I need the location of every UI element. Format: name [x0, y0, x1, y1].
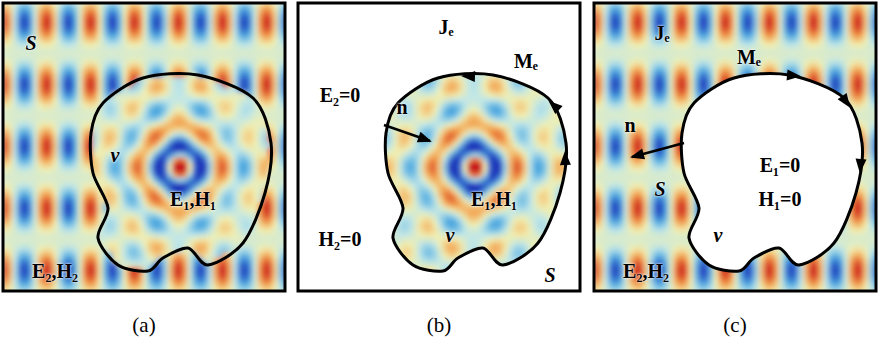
- panel-caption: (a): [132, 315, 155, 336]
- field-label: Mₑ: [737, 47, 761, 67]
- arrow-head: [838, 93, 855, 111]
- field-label: E₂=0: [320, 85, 361, 105]
- field-label: v: [714, 225, 723, 245]
- arrow-head: [417, 132, 434, 147]
- field-label: v: [446, 225, 455, 245]
- panel-frame: [594, 3, 876, 291]
- surface-outline: [681, 74, 862, 272]
- panel-frame: [3, 3, 285, 291]
- arrow-head: [854, 159, 866, 174]
- field-label: H₂=0: [319, 229, 362, 249]
- surface-outline: [385, 74, 566, 272]
- arrow-head: [787, 69, 802, 81]
- field-label: E₂,H₂: [32, 261, 78, 281]
- field-label: E₁,H₁: [170, 189, 216, 209]
- panel-frame: [298, 3, 580, 291]
- field-label: E₁,H₁: [471, 189, 517, 209]
- field-label: E₂,H₂: [623, 261, 669, 281]
- field-label: Jₑ: [438, 17, 453, 37]
- panel-caption: (b): [427, 315, 452, 336]
- panel-b: [298, 3, 584, 294]
- field-label: n: [624, 115, 635, 135]
- field-label: Mₑ: [514, 51, 538, 71]
- arrow-head: [629, 149, 645, 163]
- arrow-head: [559, 151, 570, 165]
- field-label: v: [111, 145, 120, 165]
- field-label: S: [544, 265, 555, 285]
- field-label: H₁=0: [759, 189, 802, 209]
- panel-c: [594, 3, 880, 294]
- surface-outline: [90, 74, 271, 272]
- arrow-head: [545, 97, 563, 115]
- arrow-head: [461, 70, 475, 81]
- field-label: S: [25, 33, 36, 53]
- panel-caption: (c): [723, 315, 746, 336]
- field-label: S: [654, 179, 665, 199]
- field-label: Jₑ: [654, 23, 669, 43]
- field-label: E₁=0: [760, 155, 801, 175]
- panel-a: [3, 3, 289, 294]
- field-label: n: [396, 97, 407, 117]
